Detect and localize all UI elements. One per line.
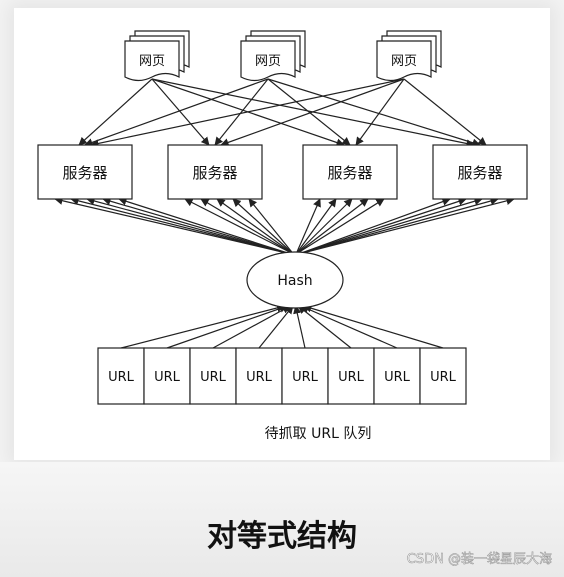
- arrow-url-5-to-hash: [293, 305, 306, 349]
- floor-background: [0, 462, 564, 577]
- arrow-page-1-to-server-1: [78, 78, 153, 146]
- url-cell-6: URL: [327, 347, 375, 405]
- arrow-hash-to-server-4-2: [298, 197, 467, 255]
- arrow-hash-to-server-4-4: [298, 196, 499, 255]
- arrow-page-3-to-server-2: [220, 78, 405, 147]
- arrow-page-3-to-server-4: [403, 78, 487, 146]
- arrow-hash-to-server-3-5: [295, 198, 385, 255]
- url-cell-4: URL: [235, 347, 283, 405]
- arrow-layer: [54, 78, 515, 349]
- server-box-2: 服务器: [167, 144, 263, 200]
- arrow-url-2-to-hash: [166, 304, 289, 349]
- arrow-page-3-to-server-1: [90, 78, 405, 148]
- arrow-hash-to-server-2-4: [232, 198, 294, 255]
- arrow-url-7-to-hash: [300, 305, 398, 349]
- page-title: 对等式结构: [207, 519, 357, 554]
- arrow-page-2-to-server-4: [267, 78, 481, 147]
- arrow-hash-to-server-3-4: [295, 198, 369, 255]
- server-box-3: 服务器: [302, 144, 398, 200]
- url-label: URL: [384, 370, 411, 385]
- arrow-page-1-to-server-2: [151, 78, 210, 146]
- url-label: URL: [108, 370, 135, 385]
- arrow-hash-to-server-2-3: [216, 198, 294, 255]
- hash-label: Hash: [277, 273, 312, 289]
- server-box-4: 服务器: [432, 144, 528, 200]
- arrow-url-6-to-hash: [297, 305, 352, 349]
- arrow-hash-to-server-2-5: [248, 198, 294, 255]
- arrow-hash-to-server-1-3: [86, 196, 291, 255]
- url-cell-5: URL: [281, 347, 329, 405]
- url-cell-8: URL: [419, 347, 467, 405]
- url-cell-1: URL: [97, 347, 145, 405]
- server-label: 服务器: [62, 164, 107, 182]
- url-label: URL: [430, 370, 457, 385]
- arrow-hash-to-server-4-3: [298, 197, 483, 255]
- arrow-url-3-to-hash: [212, 305, 291, 349]
- url-label: URL: [338, 370, 365, 385]
- arrow-hash-to-server-1-4: [102, 197, 291, 255]
- arrow-page-2-to-server-3: [267, 78, 351, 146]
- url-cell-3: URL: [189, 347, 237, 405]
- url-label: URL: [200, 370, 227, 385]
- arrow-hash-to-server-1-1: [54, 196, 291, 255]
- url-cell-2: URL: [143, 347, 191, 405]
- webpage-label: 网页: [255, 54, 281, 69]
- server-label: 服务器: [457, 164, 502, 182]
- arrow-url-4-to-hash: [258, 305, 294, 349]
- arrow-hash-to-server-4-1: [298, 197, 451, 255]
- webpage-doc-3: 网页: [376, 30, 442, 82]
- arrow-hash-to-server-2-2: [200, 198, 294, 255]
- arrow-hash-to-server-3-2: [295, 198, 337, 255]
- webpage-label: 网页: [139, 54, 165, 69]
- arrow-url-8-to-hash: [303, 304, 444, 349]
- server-box-1: 服务器: [37, 144, 133, 200]
- arrow-hash-to-server-1-2: [70, 196, 291, 255]
- watermark: CSDN @装一袋星辰大海: [407, 552, 552, 567]
- url-label: URL: [154, 370, 181, 385]
- webpage-doc-1: 网页: [124, 30, 190, 82]
- server-label: 服务器: [192, 164, 237, 182]
- arrow-hash-to-server-2-1: [184, 198, 294, 255]
- webpage-doc-2: 网页: [240, 30, 306, 82]
- queue-caption: 待抓取 URL 队列: [265, 426, 372, 442]
- arrow-hash-to-server-3-1: [295, 198, 321, 255]
- arrow-page-3-to-server-3: [355, 78, 405, 146]
- url-cell-7: URL: [373, 347, 421, 405]
- arrow-page-2-to-server-1: [84, 78, 269, 147]
- hash-node: Hash: [246, 251, 344, 309]
- arrow-url-1-to-hash: [120, 303, 286, 349]
- url-label: URL: [292, 370, 319, 385]
- arrow-page-2-to-server-2: [214, 78, 269, 146]
- arrow-hash-to-server-4-5: [298, 196, 515, 255]
- arrow-hash-to-server-1-5: [118, 197, 291, 255]
- server-label: 服务器: [327, 164, 372, 182]
- url-label: URL: [246, 370, 273, 385]
- arrow-hash-to-server-3-3: [295, 198, 353, 255]
- webpage-label: 网页: [391, 54, 417, 69]
